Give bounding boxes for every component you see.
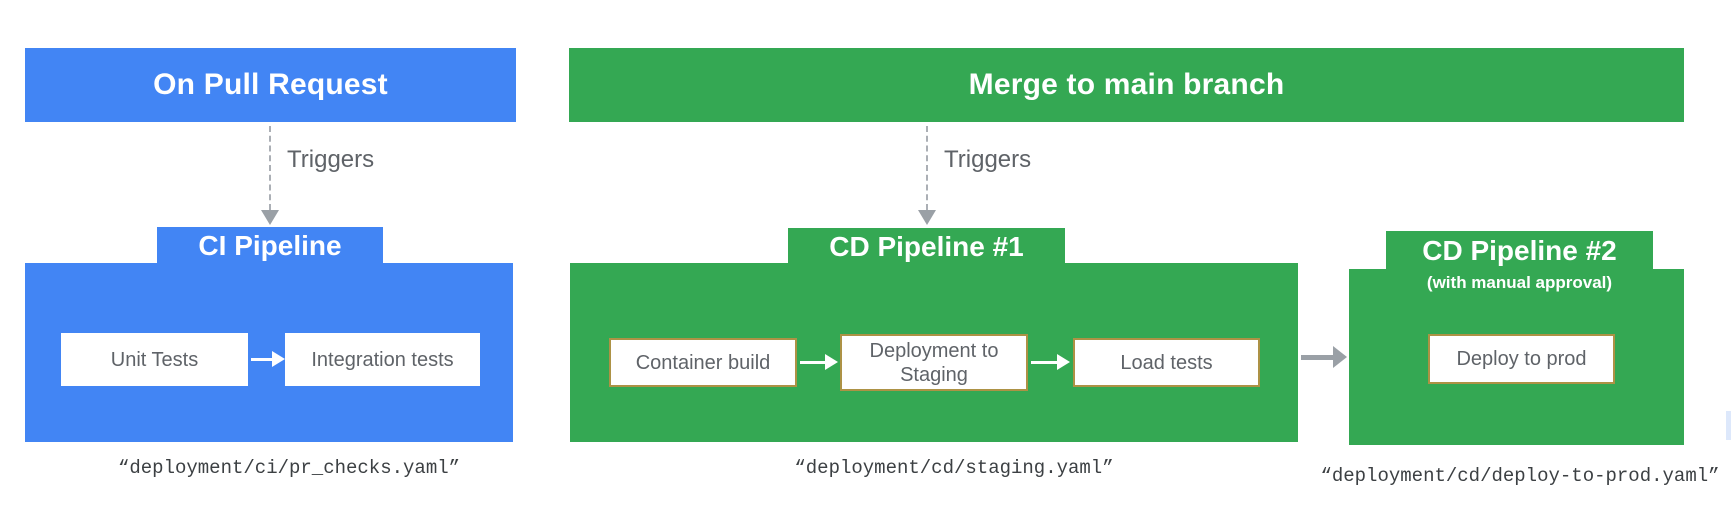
step-container-build: Container build	[609, 338, 797, 387]
ci-pipeline-tab: CI Pipeline	[157, 227, 383, 265]
cd1-yaml-caption: “deployment/cd/staging.yaml”	[794, 457, 1114, 479]
pipeline-connector-arrow	[1301, 355, 1334, 360]
step-deploy-to-prod: Deploy to prod	[1428, 334, 1615, 384]
merge-to-main-banner: Merge to main branch	[569, 48, 1684, 122]
arrow-down-icon	[261, 210, 279, 225]
cd2-yaml-caption: “deployment/cd/deploy-to-prod.yaml”	[1320, 465, 1720, 487]
cd-pipeline-2-tab: CD Pipeline #2	[1386, 231, 1653, 271]
cd-pipeline-1-tab: CD Pipeline #1	[788, 228, 1065, 265]
cropped-edge-element	[1726, 411, 1731, 440]
triggers-dashed-arrow-right	[926, 126, 928, 210]
flow-arrow	[1031, 361, 1059, 364]
step-unit-tests: Unit Tests	[61, 333, 248, 386]
step-integration-tests: Integration tests	[285, 333, 480, 386]
arrow-right-icon	[1057, 354, 1070, 370]
triggers-label-right: Triggers	[944, 146, 1032, 173]
step-deployment-to-staging: Deployment to Staging	[840, 334, 1028, 391]
flow-arrow	[251, 358, 274, 361]
on-pull-request-banner: On Pull Request	[25, 48, 516, 122]
ci-yaml-caption: “deployment/ci/pr_checks.yaml”	[117, 457, 461, 479]
arrow-right-icon	[272, 351, 285, 367]
triggers-dashed-arrow-left	[269, 126, 271, 210]
arrow-right-icon	[825, 354, 838, 370]
arrow-right-icon	[1333, 346, 1347, 368]
triggers-label-left: Triggers	[287, 146, 375, 173]
flow-arrow	[800, 361, 827, 364]
step-load-tests: Load tests	[1073, 338, 1260, 387]
cd-pipeline-2-subtitle: (with manual approval)	[1426, 273, 1613, 292]
arrow-down-icon	[918, 210, 936, 225]
